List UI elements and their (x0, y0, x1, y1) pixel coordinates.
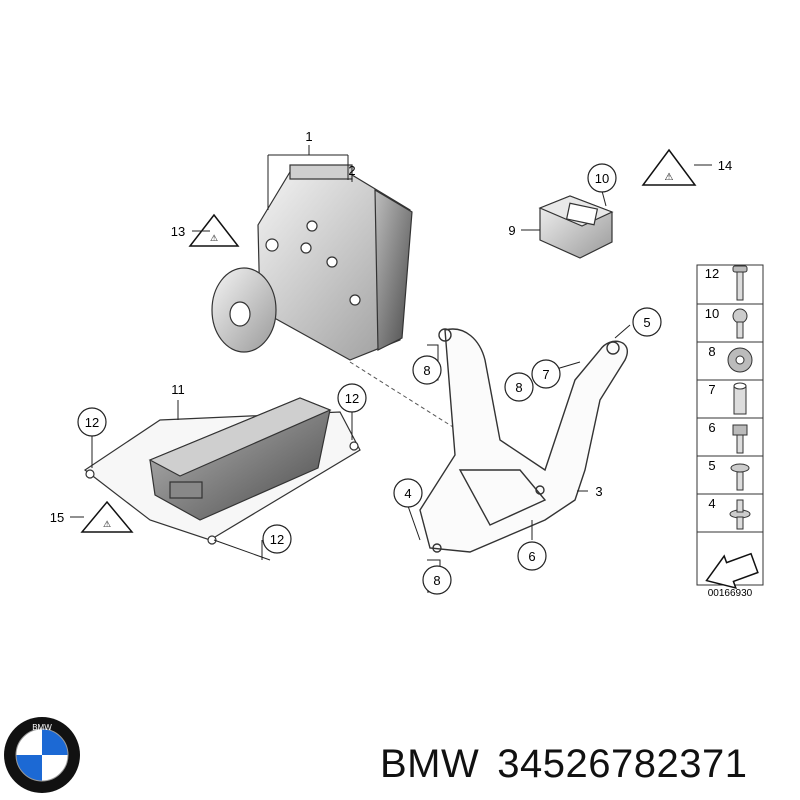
callout-14: 14 (718, 158, 732, 173)
svg-text:3: 3 (595, 484, 602, 499)
warning-triangle-icon: ⚠ (80, 500, 134, 533)
svg-text:4: 4 (404, 486, 411, 501)
collar-screw-icon (730, 463, 750, 491)
legend-label: 12 (705, 266, 719, 281)
washer-screw-icon (729, 499, 751, 530)
svg-text:15: 15 (50, 510, 64, 525)
callout-8: 8 (504, 372, 534, 402)
callout-12: 12 (337, 383, 367, 413)
callout-10: 10 (587, 163, 617, 193)
callout-12: 12 (262, 524, 292, 554)
svg-text:12: 12 (270, 532, 284, 547)
abs-bracket (419, 328, 628, 553)
abs-hydraulic-unit (211, 164, 546, 486)
sleeve-icon (733, 382, 747, 415)
svg-text:7: 7 (542, 367, 549, 382)
callout-3: 3 (595, 484, 602, 499)
callout-6: 6 (517, 541, 547, 571)
part-number: 34526782371 (497, 742, 748, 786)
svg-text:BMW: BMW (32, 723, 52, 732)
legend-label: 10 (705, 306, 719, 321)
control-module-small (538, 195, 614, 259)
svg-text:2: 2 (348, 163, 355, 178)
callout-12: 12 (77, 407, 107, 437)
callout-1: 1 (305, 129, 312, 144)
bolt-icon (732, 265, 748, 301)
svg-text:8: 8 (423, 363, 430, 378)
callout-2: 2 (348, 163, 355, 178)
grommet-icon (727, 347, 753, 373)
callout-5: 5 (632, 307, 662, 337)
svg-text:8: 8 (433, 573, 440, 588)
electronic-module (83, 397, 361, 545)
callout-13: 13 (171, 224, 185, 239)
svg-text:9: 9 (508, 223, 515, 238)
svg-text:6: 6 (528, 549, 535, 564)
legend-label: 6 (708, 420, 715, 435)
callout-15: 15 (50, 510, 64, 525)
legend-label: 7 (708, 382, 715, 397)
svg-text:12: 12 (85, 415, 99, 430)
part-title: BMW 34526782371 (380, 734, 790, 794)
legend-label: 4 (708, 496, 715, 511)
svg-text:⚠: ⚠ (665, 172, 674, 183)
callout-4: 4 (393, 478, 423, 508)
svg-text:11: 11 (171, 382, 185, 397)
callout-7: 7 (531, 359, 561, 389)
callout-8: 8 (422, 565, 452, 595)
callout-8: 8 (412, 355, 442, 385)
bmw-logo: BMW (4, 717, 80, 793)
warning-triangle-icon: ⚠ (641, 148, 697, 186)
arrow-icon (705, 552, 759, 590)
callout-9: 9 (508, 223, 515, 238)
fastener-legend: 12 10 8 7 6 5 4 00166930 (696, 264, 764, 599)
svg-text:1: 1 (305, 129, 312, 144)
flanged-bolt-icon (732, 308, 748, 339)
brand-name: BMW (380, 742, 480, 786)
hex-bolt-icon (732, 424, 748, 454)
diagram-number: 00166930 (708, 588, 753, 599)
svg-text:10: 10 (595, 171, 609, 186)
svg-text:14: 14 (718, 158, 732, 173)
legend-label: 5 (708, 458, 715, 473)
svg-text:⚠: ⚠ (210, 233, 218, 243)
svg-text:13: 13 (171, 224, 185, 239)
legend-label: 8 (708, 344, 715, 359)
svg-text:⚠: ⚠ (103, 519, 111, 529)
svg-text:8: 8 (515, 380, 522, 395)
svg-text:12: 12 (345, 391, 359, 406)
callout-11: 11 (171, 382, 185, 397)
svg-text:5: 5 (643, 315, 650, 330)
